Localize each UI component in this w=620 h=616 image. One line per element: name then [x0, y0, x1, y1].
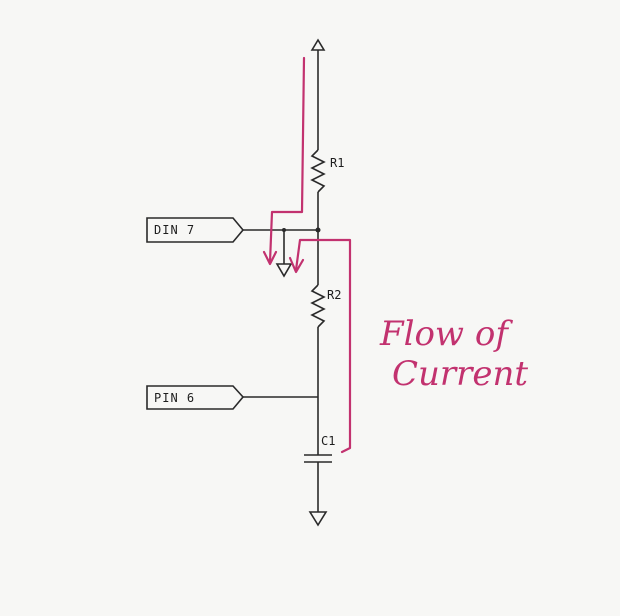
- r1-label: R1: [330, 156, 344, 170]
- r1-resistor: [310, 149, 326, 193]
- r2-resistor: [310, 284, 326, 328]
- flow-arrow-discharge: [268, 56, 306, 264]
- flow-annotation-arrows: [262, 56, 352, 454]
- c1-label: C1: [321, 434, 335, 448]
- pin7-label: DIN 7: [154, 223, 195, 237]
- ground-symbol-a: [275, 263, 293, 278]
- ground-symbol-b: [308, 511, 328, 527]
- annotation-line-1: Flow of: [379, 314, 513, 354]
- r2-label: R2: [327, 288, 341, 302]
- flow-arrowhead-discharge: [262, 250, 278, 266]
- vcc-arrow: [310, 38, 326, 51]
- pin6-label: PIN 6: [154, 391, 195, 405]
- pin6-connector: [146, 385, 245, 410]
- annotation-line-2: Current: [392, 354, 528, 394]
- pin7-connector: [146, 217, 245, 243]
- flow-arrow-capacitor: [294, 238, 352, 454]
- flow-arrowhead-capacitor: [288, 256, 305, 274]
